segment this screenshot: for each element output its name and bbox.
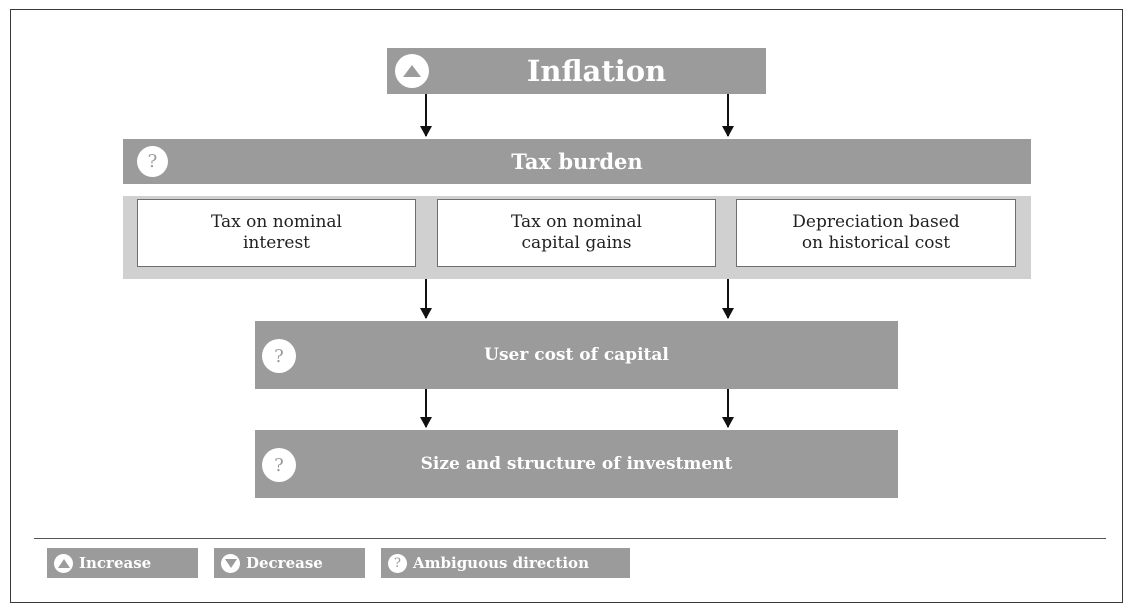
legend-ambiguous: ? Ambiguous direction [381, 548, 630, 578]
tax-item-line2: on historical cost [801, 233, 951, 253]
diagram-frame [10, 9, 1123, 603]
tax-item-line1: Tax on nominal [511, 212, 642, 232]
legend-ambiguous-label: Ambiguous direction [413, 554, 589, 572]
ambiguous-icon: ? [262, 448, 296, 482]
legend-increase: Increase [47, 548, 198, 578]
legend-increase-label: Increase [79, 554, 152, 572]
legend-divider [34, 538, 1106, 539]
user-cost-label: User cost of capital [484, 345, 669, 365]
investment-label: Size and structure of investment [420, 454, 733, 474]
ambiguous-icon: ? [388, 553, 407, 573]
tax-item-line2: interest [242, 233, 311, 253]
legend-decrease-label: Decrease [246, 554, 323, 572]
arrow-inflation-left [420, 94, 432, 137]
tax-item-line1: Depreciation based [792, 212, 960, 232]
inflation-label: Inflation [526, 54, 667, 88]
tax-burden-box: ? Tax burden [123, 139, 1031, 184]
arrow-tax-left [420, 279, 432, 319]
tax-nominal-capital-gains-box: Tax on nominal capital gains [437, 199, 716, 267]
arrow-tax-right [722, 279, 734, 319]
tax-item-line1: Tax on nominal [211, 212, 342, 232]
legend-decrease: Decrease [214, 548, 365, 578]
increase-icon [54, 553, 73, 573]
inflation-box: Inflation [387, 48, 766, 94]
investment-box: ? Size and structure of investment [255, 430, 898, 498]
arrow-usercost-left [420, 389, 432, 428]
user-cost-box: ? User cost of capital [255, 321, 898, 389]
arrow-usercost-right [722, 389, 734, 428]
ambiguous-icon: ? [262, 339, 296, 373]
decrease-icon [221, 553, 240, 573]
tax-item-line2: capital gains [521, 233, 632, 253]
increase-icon [395, 54, 429, 88]
tax-burden-label: Tax burden [511, 149, 643, 174]
arrow-inflation-right [722, 94, 734, 137]
ambiguous-icon: ? [137, 146, 168, 177]
depreciation-historical-cost-box: Depreciation based on historical cost [736, 199, 1016, 267]
tax-nominal-interest-box: Tax on nominal interest [137, 199, 416, 267]
